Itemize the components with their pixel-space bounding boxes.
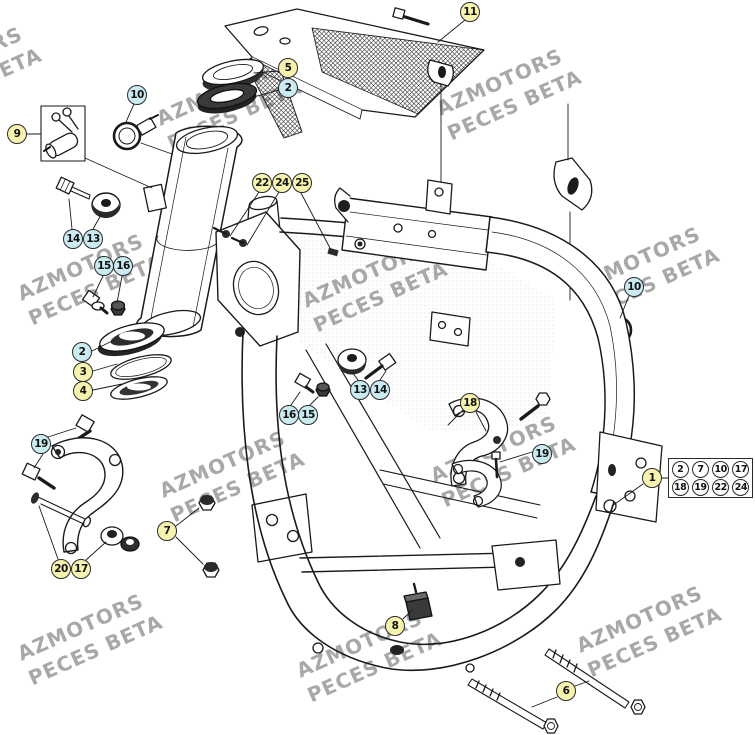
callout-8: 8 (385, 616, 405, 636)
callout-19: 19 (31, 434, 51, 454)
legend-item-22: 22 (712, 478, 730, 496)
callout-15: 15 (298, 405, 318, 425)
legend-item-19: 19 (691, 478, 709, 496)
callout-2: 2 (72, 342, 92, 362)
legend-item-24: 24 (732, 478, 750, 496)
ignition-lock-drawing (40, 105, 86, 162)
callout-11: 11 (460, 2, 480, 22)
callout-16: 16 (113, 256, 133, 276)
callout-20: 20 (51, 559, 71, 579)
engine-brackets-drawing (448, 392, 551, 508)
legend-item-7: 7 (691, 460, 709, 478)
callout-7: 7 (157, 521, 177, 541)
legend-item-10: 10 (712, 460, 730, 478)
callout-19: 19 (532, 444, 552, 464)
callout-16: 16 (279, 405, 299, 425)
callout-14: 14 (370, 380, 390, 400)
left-bracket-assembly-drawing (21, 414, 140, 555)
mount-block-drawing (403, 582, 433, 621)
callout-1: 1 (642, 468, 662, 488)
legend-item-2: 2 (671, 460, 689, 478)
callout-10: 10 (127, 85, 147, 105)
main-frame-drawing (212, 179, 663, 673)
legend-item-17: 17 (732, 460, 750, 478)
callout-15: 15 (94, 256, 114, 276)
footrest-plate-drawing (224, 7, 593, 301)
legend-item-18: 18 (671, 478, 689, 496)
long-bolts-drawing (467, 648, 646, 734)
frame-nuts-drawing (198, 495, 220, 578)
leader-lines (26, 19, 669, 708)
callout-22: 22 (252, 173, 272, 193)
bolt-bushing-center-drawing (337, 348, 397, 380)
callout-14: 14 (63, 229, 83, 249)
callout-18: 18 (460, 393, 480, 413)
callout-17: 17 (71, 559, 91, 579)
callout-2: 2 (278, 78, 298, 98)
callout-24: 24 (272, 173, 292, 193)
clamp-left-drawing (112, 114, 173, 155)
callout-5: 5 (278, 58, 298, 78)
callout-13: 13 (350, 380, 370, 400)
bolt-bushing-upper-drawing (55, 176, 121, 218)
lower-rings-drawing (97, 322, 172, 400)
callout-9: 9 (7, 124, 27, 144)
callout-10: 10 (624, 277, 644, 297)
callout-3: 3 (73, 362, 93, 382)
bolt-nut-left-drawing (81, 289, 126, 316)
callout-4: 4 (73, 381, 93, 401)
callout-13: 13 (83, 229, 103, 249)
callout-25: 25 (292, 173, 312, 193)
bolt-nut-center-drawing (294, 372, 331, 397)
callout-6: 6 (556, 681, 576, 701)
